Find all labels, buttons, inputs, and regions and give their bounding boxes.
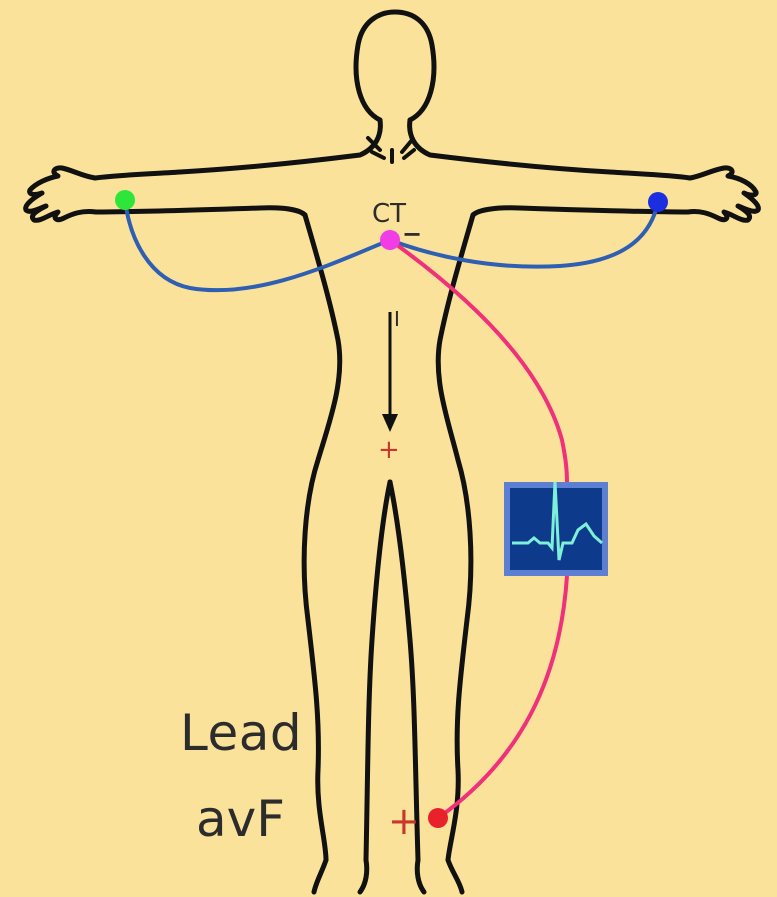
left-arm-electrode <box>648 192 668 212</box>
right-arm-electrode <box>115 190 135 210</box>
torso-right-side <box>438 215 473 860</box>
right-hand-outline <box>26 168 96 220</box>
head-outline <box>356 12 434 120</box>
plus-bottom: + <box>388 799 420 843</box>
right-foot-outline <box>314 860 367 892</box>
upper-body-outline <box>95 120 380 178</box>
leg-electrode <box>428 808 448 828</box>
left-hand-outline <box>688 168 758 220</box>
lead-name: avF <box>196 790 285 848</box>
left-foot-outline <box>417 860 462 892</box>
ct-minus-sign: − <box>402 220 422 248</box>
plus-mid: + <box>378 435 400 465</box>
upper-body-outline-right <box>410 120 690 178</box>
arrow-label: I <box>394 307 400 331</box>
inner-leg-left <box>366 482 390 860</box>
lead-title: Lead <box>180 704 302 762</box>
torso-left-side <box>304 215 340 860</box>
ecg-monitor-icon <box>504 482 608 576</box>
pink-wire-upper <box>390 240 567 484</box>
current-arrow-head <box>382 414 398 432</box>
central-terminal-electrode <box>380 230 400 250</box>
right-arm-wire <box>125 200 390 290</box>
